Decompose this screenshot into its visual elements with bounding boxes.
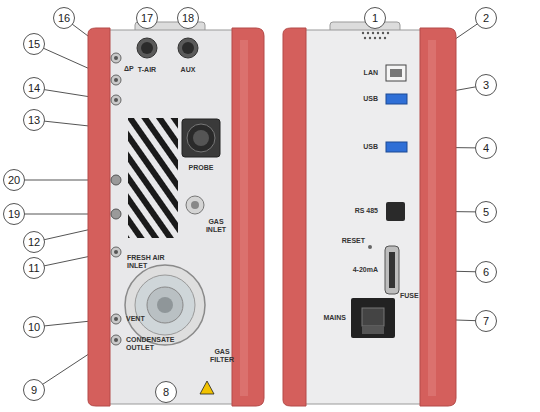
callout-number: 2 xyxy=(483,13,489,24)
callout-circle: 6 xyxy=(475,261,497,283)
panel-label: 4-20mA xyxy=(353,266,378,274)
callout-circle: 17 xyxy=(136,7,158,29)
panel-label: GAS INLET xyxy=(201,218,231,234)
callout-number: 10 xyxy=(28,322,40,333)
panel-label: ΔP xyxy=(124,65,134,73)
panel-label: CONDENSATE OUTLET xyxy=(126,336,178,352)
rear-panel xyxy=(283,22,456,406)
callout-number: 9 xyxy=(31,385,37,396)
callout-number: 6 xyxy=(483,267,489,278)
callout-circle: 8 xyxy=(155,381,177,403)
callout-number: 1 xyxy=(372,13,378,24)
panel-label: T-AIR xyxy=(138,66,156,74)
callout-circle: 3 xyxy=(475,74,497,96)
panel-label: RS 485 xyxy=(355,207,378,215)
callout-circle: 14 xyxy=(23,77,45,99)
panel-label: LAN xyxy=(364,69,378,77)
callout-number: 16 xyxy=(58,13,70,24)
callout-circle: 11 xyxy=(23,257,45,279)
callout-circle: 13 xyxy=(23,109,45,131)
callout-number: 15 xyxy=(28,39,40,50)
callout-number: 20 xyxy=(8,175,20,186)
callout-circle: 20 xyxy=(3,169,25,191)
panel-label: AUX xyxy=(181,66,196,74)
panel-label: USB xyxy=(363,143,378,151)
callout-number: 8 xyxy=(163,387,169,398)
callout-circle: 1 xyxy=(364,7,386,29)
callout-circle: 12 xyxy=(23,231,45,253)
callout-number: 7 xyxy=(483,316,489,327)
callout-number: 19 xyxy=(8,209,20,220)
panel-label: FUSE xyxy=(400,292,419,300)
front-panel xyxy=(88,22,264,406)
callout-circle: 7 xyxy=(475,310,497,332)
panel-label: FRESH AIR INLET xyxy=(127,254,167,270)
callout-circle: 16 xyxy=(53,7,75,29)
panel-label: GAS FILTER xyxy=(208,348,236,364)
callout-circle: 18 xyxy=(177,7,199,29)
callout-circle: 15 xyxy=(23,33,45,55)
panel-label: MAINS xyxy=(323,314,346,322)
callout-number: 14 xyxy=(28,83,40,94)
panel-label: VENT xyxy=(126,315,145,323)
callout-number: 12 xyxy=(28,237,40,248)
callout-number: 18 xyxy=(182,13,194,24)
callout-number: 17 xyxy=(141,13,153,24)
callout-number: 4 xyxy=(483,143,489,154)
panel-label: USB xyxy=(363,95,378,103)
callout-circle: 4 xyxy=(475,137,497,159)
callout-number: 11 xyxy=(28,263,39,274)
callout-number: 13 xyxy=(28,115,40,126)
panel-label: PROBE xyxy=(189,164,214,172)
callout-circle: 19 xyxy=(3,203,25,225)
panel-label: RESET xyxy=(342,237,365,245)
callout-number: 3 xyxy=(483,80,489,91)
callout-circle: 2 xyxy=(475,7,497,29)
callout-circle: 9 xyxy=(23,379,45,401)
callout-circle: 10 xyxy=(23,316,45,338)
callout-number: 5 xyxy=(483,207,489,218)
callout-circle: 5 xyxy=(475,201,497,223)
